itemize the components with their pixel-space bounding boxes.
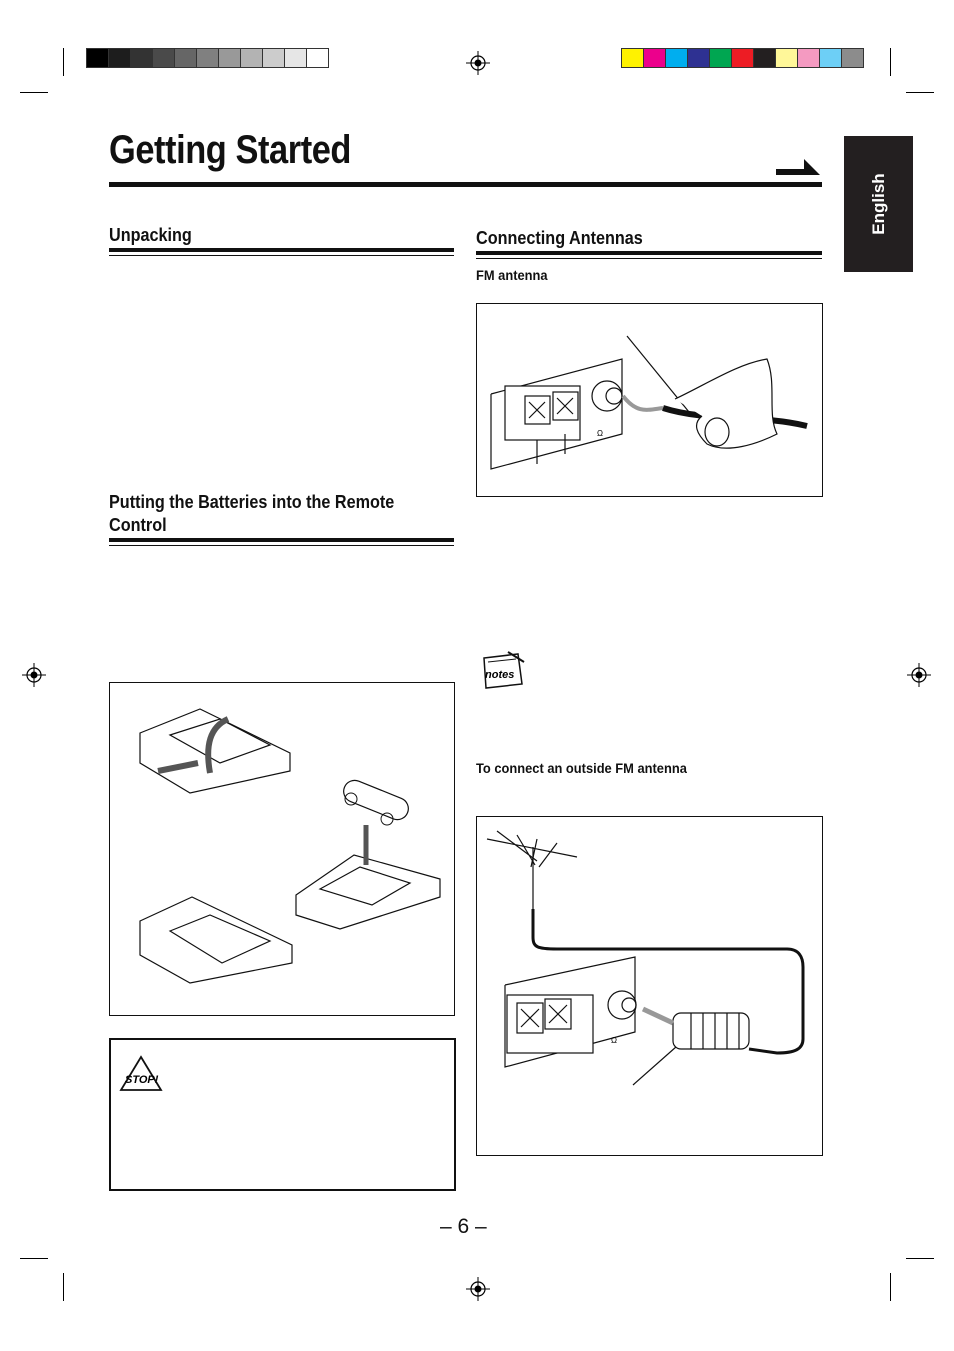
page-number: – 6 – [440, 1215, 487, 1238]
grayscale-swatch [174, 48, 197, 68]
svg-text:Ω: Ω [597, 429, 603, 438]
grayscale-swatch [108, 48, 131, 68]
process-color-swatch [841, 48, 864, 68]
battery-insertion-figure [109, 682, 455, 1016]
unpacking-heading: Unpacking [109, 225, 192, 245]
process-color-swatch [709, 48, 732, 68]
battery-insertion-illustration [139, 708, 441, 984]
grayscale-swatch [130, 48, 153, 68]
registration-mark-icon [907, 663, 931, 687]
process-color-swatch [731, 48, 754, 68]
outside-fm-antenna-illustration: Ω [486, 830, 805, 1086]
registration-mark-icon [466, 51, 490, 75]
grayscale-swatch [218, 48, 241, 68]
antennas-heading: Connecting Antennas [476, 228, 643, 248]
grayscale-swatch [240, 48, 263, 68]
language-tab: English [844, 136, 913, 272]
grayscale-swatch [284, 48, 307, 68]
registration-mark-icon [466, 1277, 490, 1301]
section-rule [476, 258, 822, 259]
notes-icon: notes [483, 651, 525, 689]
crop-mark [890, 1273, 891, 1301]
process-color-swatch [753, 48, 776, 68]
section-rule [109, 538, 454, 542]
crop-mark [20, 92, 48, 93]
batteries-heading-line2: Control [109, 515, 167, 535]
grayscale-swatch [152, 48, 175, 68]
crop-mark [63, 48, 64, 76]
language-tab-label: English [868, 173, 888, 235]
caution-box: STOP! [109, 1038, 456, 1191]
process-color-swatch [621, 48, 644, 68]
process-color-swatch [687, 48, 710, 68]
section-rule [109, 248, 454, 252]
grayscale-swatch [262, 48, 285, 68]
page-title: Getting Started [109, 128, 352, 172]
crop-mark [890, 48, 891, 76]
grayscale-swatch [306, 48, 329, 68]
batteries-heading-line1: Putting the Batteries into the Remote [109, 492, 395, 512]
fm-antenna-figure: Ω [476, 303, 823, 497]
fm-antenna-illustration: Ω [490, 335, 808, 470]
outside-fm-label: To connect an outside FM antenna [476, 760, 687, 776]
process-color-swatch [819, 48, 842, 68]
stop-icon-text: STOP! [125, 1074, 159, 1086]
crop-mark [906, 92, 934, 93]
section-rule [476, 251, 822, 255]
process-color-swatch [797, 48, 820, 68]
registration-mark-icon [22, 663, 46, 687]
section-rule [109, 545, 454, 546]
crop-mark [63, 1273, 64, 1301]
section-rule [109, 255, 454, 256]
notes-icon-text: notes [485, 669, 514, 681]
fm-antenna-label: FM antenna [476, 267, 548, 283]
svg-text:Ω: Ω [611, 1036, 617, 1045]
grayscale-swatch [196, 48, 219, 68]
process-color-swatch [643, 48, 666, 68]
crop-mark [906, 1258, 934, 1259]
crop-mark [20, 1258, 48, 1259]
title-rule [109, 182, 822, 187]
outside-fm-antenna-figure: Ω [476, 816, 823, 1156]
stop-warning-icon: STOP! [119, 1055, 163, 1091]
process-color-swatch [775, 48, 798, 68]
continue-arrow-icon [776, 159, 820, 175]
process-color-swatch [665, 48, 688, 68]
grayscale-swatch [86, 48, 109, 68]
